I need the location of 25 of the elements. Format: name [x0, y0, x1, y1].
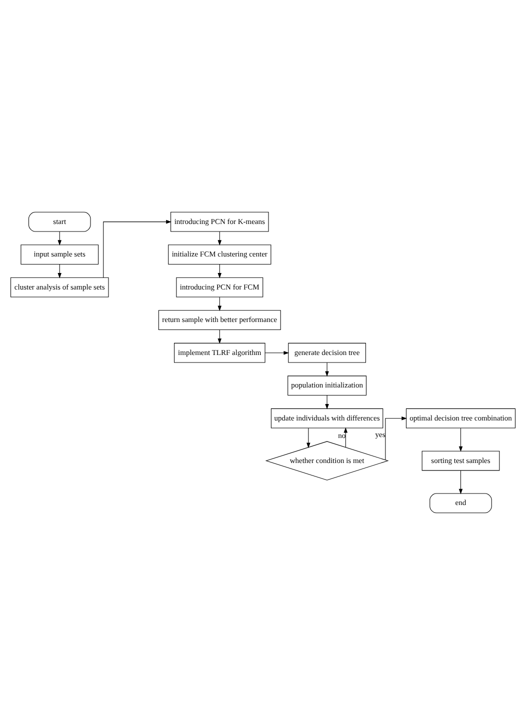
arrow	[344, 427, 348, 448]
arrow	[103, 220, 172, 278]
node-box: sorting test samples	[422, 450, 500, 471]
node-box: implement TLRF algorithm	[174, 342, 266, 363]
node-box: update individuals with differences	[270, 408, 384, 428]
edge-label: no	[338, 430, 346, 440]
arrow	[458, 428, 463, 452]
node-box: introducing PCN for K-means	[170, 212, 269, 232]
node-box: optimal decision tree combination	[406, 408, 516, 428]
node-box: initialize FCM clustering center	[168, 244, 272, 264]
node-box: end	[430, 493, 492, 514]
node-box: introducing PCN for FCM	[176, 277, 264, 298]
node-box: population initialization	[288, 376, 366, 396]
arrow	[385, 416, 407, 460]
node-box: generate decision tree	[288, 342, 366, 363]
node-box: cluster analysis of sample sets	[10, 277, 109, 298]
node-box: start	[28, 212, 91, 232]
node-box: input sample sets	[20, 244, 99, 264]
edge-label: yes	[375, 430, 386, 439]
node-box: return sample with better performance	[158, 310, 281, 330]
arrow	[325, 362, 329, 377]
arrow	[458, 470, 463, 494]
arrow	[306, 428, 310, 448]
arrow	[264, 350, 290, 355]
arrow	[325, 395, 329, 410]
